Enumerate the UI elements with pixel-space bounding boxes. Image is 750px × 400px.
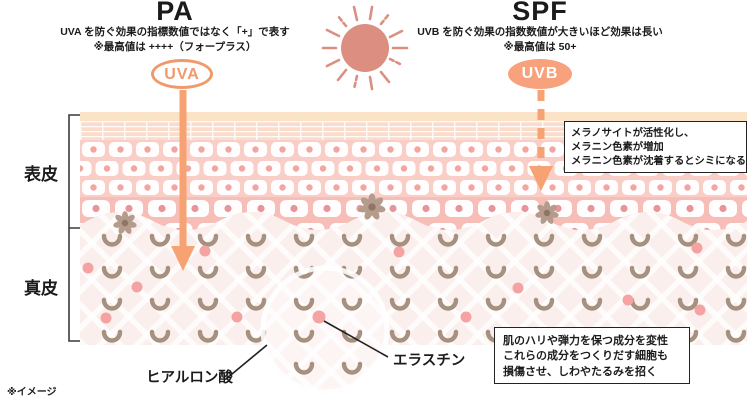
elastin-label: エラスチン	[393, 353, 466, 369]
spf-description-line2: ※最高値は 50+	[503, 41, 577, 53]
epidermis-label: 表皮	[24, 165, 58, 184]
dermis-label: 真皮	[24, 279, 58, 298]
pa-description-line2: ※最高値は ++++（フォープラス）	[93, 41, 257, 53]
hyaluronic-acid-label: ヒアルロン酸	[146, 370, 233, 386]
pa-title: PA	[156, 0, 194, 26]
hyaluronic-pointer-line	[225, 344, 268, 380]
image-note: ※イメージ	[7, 387, 57, 398]
uva-arrow	[171, 90, 195, 271]
wrinkle-callout: 肌のハリや弾力を保つ成分を変性 これらの成分をつくりだす細胞も 損傷させ、しわや…	[494, 327, 690, 384]
layer-bracket	[68, 114, 80, 342]
elastin-dots	[82, 242, 706, 324]
elastin-pointer-line	[323, 320, 389, 358]
uvb-badge: UVB	[508, 59, 572, 89]
wrinkle-callout-line1: 肌のハリや弾力を保つ成分を変性	[503, 335, 668, 347]
wrinkle-callout-line2: これらの成分をつくりだす細胞も	[503, 350, 668, 363]
sun-icon	[321, 5, 409, 91]
spf-description-line1: UVB を防ぐ効果の指数数値が大きいほど効果は長い	[417, 26, 663, 38]
magnifier-circle	[260, 265, 390, 395]
pa-description-line1: UVA を防ぐ効果の指標数値ではなく「+」で表す	[60, 26, 290, 38]
uvb-arrow	[529, 90, 553, 191]
elastin-dot-highlight	[312, 310, 326, 324]
dermis-layer	[80, 198, 747, 345]
melanin-callout-line2: メラニン色素が増加	[571, 142, 664, 154]
melanin-callout-line3: メラニン色素が沈着するとシミになる	[571, 156, 747, 168]
uva-badge: UVA	[151, 59, 213, 89]
spf-title: SPF	[512, 0, 568, 26]
melanin-callout: メラノサイトが活性化し、 メラニン色素が増加 メラニン色素が沈着するとシミになる	[564, 121, 747, 173]
melanin-callout-line1: メラノサイトが活性化し、	[571, 128, 695, 139]
wrinkle-callout-line3: 損傷させ、しわやたるみを招く	[503, 365, 657, 378]
